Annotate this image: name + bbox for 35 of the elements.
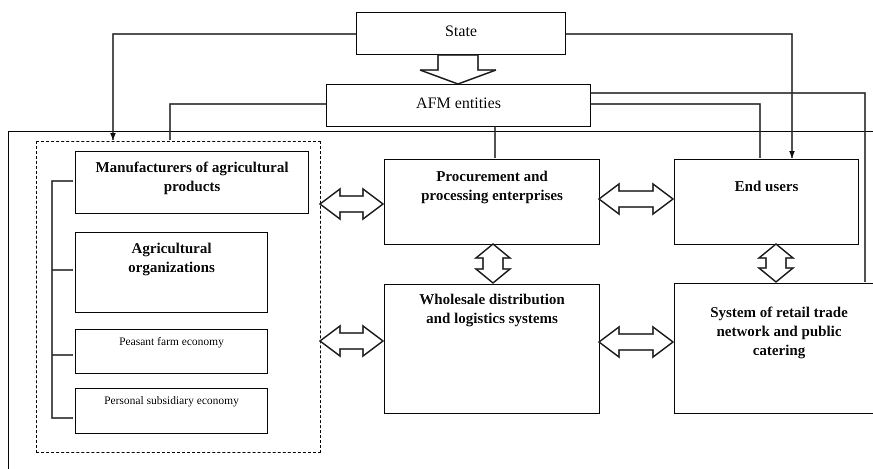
- double-block-arrow: [318, 187, 384, 221]
- double-block-arrow: [598, 325, 674, 359]
- box-label: Wholesale distribution and logistics systems: [418, 291, 566, 328]
- box-label: Personal subsidiary economy: [104, 394, 239, 408]
- process-box: [384, 159, 600, 245]
- process-box: [75, 232, 268, 313]
- process-box: [674, 159, 859, 245]
- connector-line: [169, 103, 326, 140]
- process-box: [326, 84, 591, 127]
- arrow: [110, 33, 356, 140]
- frame-box: [8, 131, 873, 469]
- box-label: End users: [734, 178, 798, 197]
- box-label: AFM entities: [416, 94, 501, 114]
- double-block-arrow: [318, 324, 384, 358]
- double-block-arrow: [756, 242, 796, 284]
- arrow: [566, 33, 795, 158]
- box-label: Agricultural organizations: [127, 240, 216, 278]
- box-label: State: [445, 22, 477, 42]
- connector-line: [591, 103, 761, 158]
- box-label: System of retail trade network and public catering: [709, 304, 849, 360]
- box-label: Procurement and processing enterprises: [420, 168, 564, 206]
- process-box: [75, 329, 268, 374]
- box-label: Manufacturers of agricultural products: [94, 159, 290, 196]
- connector-line: [494, 127, 496, 158]
- process-box: [384, 284, 600, 414]
- double-block-arrow: [474, 242, 512, 284]
- block-arrow: [419, 54, 497, 85]
- process-box: [674, 283, 873, 414]
- process-box: [75, 151, 309, 214]
- connector-line: [591, 92, 866, 282]
- box-label: Peasant farm economy: [119, 335, 224, 350]
- dashed-group-box: [36, 141, 321, 453]
- process-box: [75, 388, 268, 434]
- process-box: [356, 12, 566, 55]
- double-block-arrow: [598, 182, 674, 216]
